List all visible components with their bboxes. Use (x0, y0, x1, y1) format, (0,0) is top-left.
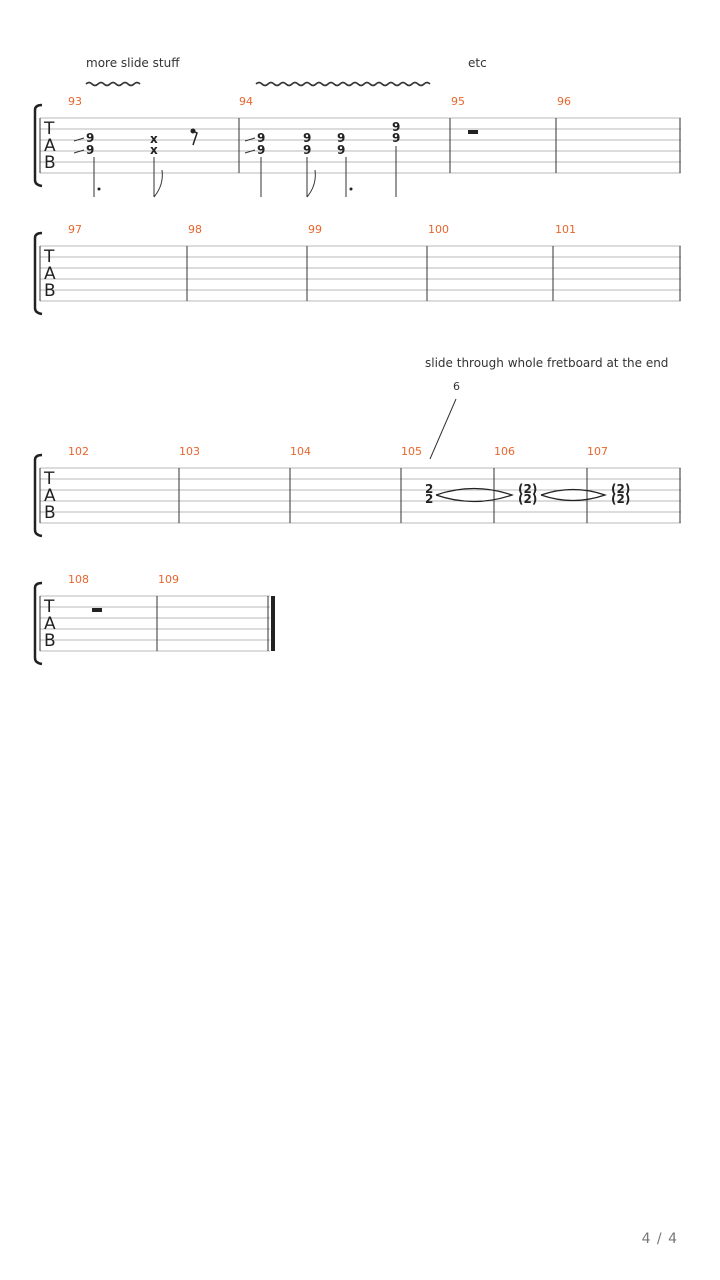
svg-text:(2): (2) (518, 492, 537, 506)
svg-text:B: B (44, 631, 56, 651)
svg-text:A: A (44, 136, 56, 156)
svg-text:T: T (43, 597, 55, 617)
measure-number: 96 (557, 95, 571, 108)
svg-text:T: T (43, 469, 55, 489)
measure-number: 94 (239, 95, 253, 108)
measure-94-notes: 9 9 9 9 9 9 9 9 (244, 120, 400, 198)
tab-clef: T A B T A B T A B T A B (43, 119, 56, 651)
measure-number: 102 (68, 445, 89, 458)
measure-105-107-notes: 2 2 (2) (2) (2) (2) (425, 398, 630, 506)
svg-text:9: 9 (86, 143, 94, 157)
annotation-etc: etc (468, 56, 487, 70)
measure-number: 97 (68, 223, 82, 236)
svg-text:B: B (44, 281, 56, 301)
svg-text:9: 9 (257, 131, 265, 145)
svg-text:B: B (44, 153, 56, 173)
staff-system-2 (40, 245, 681, 302)
svg-text:A: A (44, 614, 56, 634)
final-barline (271, 596, 275, 651)
measure-number: 107 (587, 445, 608, 458)
svg-text:2: 2 (425, 492, 433, 506)
svg-text:A: A (44, 486, 56, 506)
measure-number: 109 (158, 573, 179, 586)
svg-text:9: 9 (86, 131, 94, 145)
annotation-more-slide-stuff: more slide stuff (86, 56, 180, 70)
measure-number: 95 (451, 95, 465, 108)
svg-text:9: 9 (392, 120, 400, 134)
whole-rest (92, 608, 102, 612)
staff-system-3 (40, 467, 681, 524)
measure-number: 105 (401, 445, 422, 458)
svg-text:x: x (150, 143, 158, 157)
page-number: 4 / 4 (641, 1231, 678, 1247)
measure-number: 93 (68, 95, 82, 108)
whole-rest (468, 130, 478, 134)
measure-number: 98 (188, 223, 202, 236)
staff-system-4 (40, 595, 270, 652)
measure-number: 104 (290, 445, 311, 458)
svg-text:x: x (150, 132, 158, 146)
svg-text:(2): (2) (518, 482, 537, 496)
svg-text:A: A (44, 264, 56, 284)
measure-number: 106 (494, 445, 515, 458)
svg-text:9: 9 (257, 143, 265, 157)
svg-text:9: 9 (337, 131, 345, 145)
svg-text:T: T (43, 119, 55, 139)
svg-text:T: T (43, 247, 55, 267)
measure-number: 101 (555, 223, 576, 236)
svg-text:9: 9 (303, 131, 311, 145)
measure-number: 100 (428, 223, 449, 236)
system-brackets (33, 103, 43, 666)
svg-text:9: 9 (392, 131, 400, 145)
measure-number: 99 (308, 223, 322, 236)
tuplet-number: 6 (453, 380, 460, 393)
measure-93-notes: 9 9 x x (73, 128, 198, 198)
svg-text:9: 9 (337, 143, 345, 157)
svg-text:2: 2 (425, 482, 433, 496)
staff-system-1 (40, 117, 681, 174)
svg-text:9: 9 (303, 143, 311, 157)
measure-number: 108 (68, 573, 89, 586)
measure-number: 103 (179, 445, 200, 458)
svg-text:B: B (44, 503, 56, 523)
svg-text:(2): (2) (611, 482, 630, 496)
svg-text:(2): (2) (611, 492, 630, 506)
vibrato-lines (85, 81, 431, 87)
annotation-slide-through: slide through whole fretboard at the end (425, 356, 669, 370)
